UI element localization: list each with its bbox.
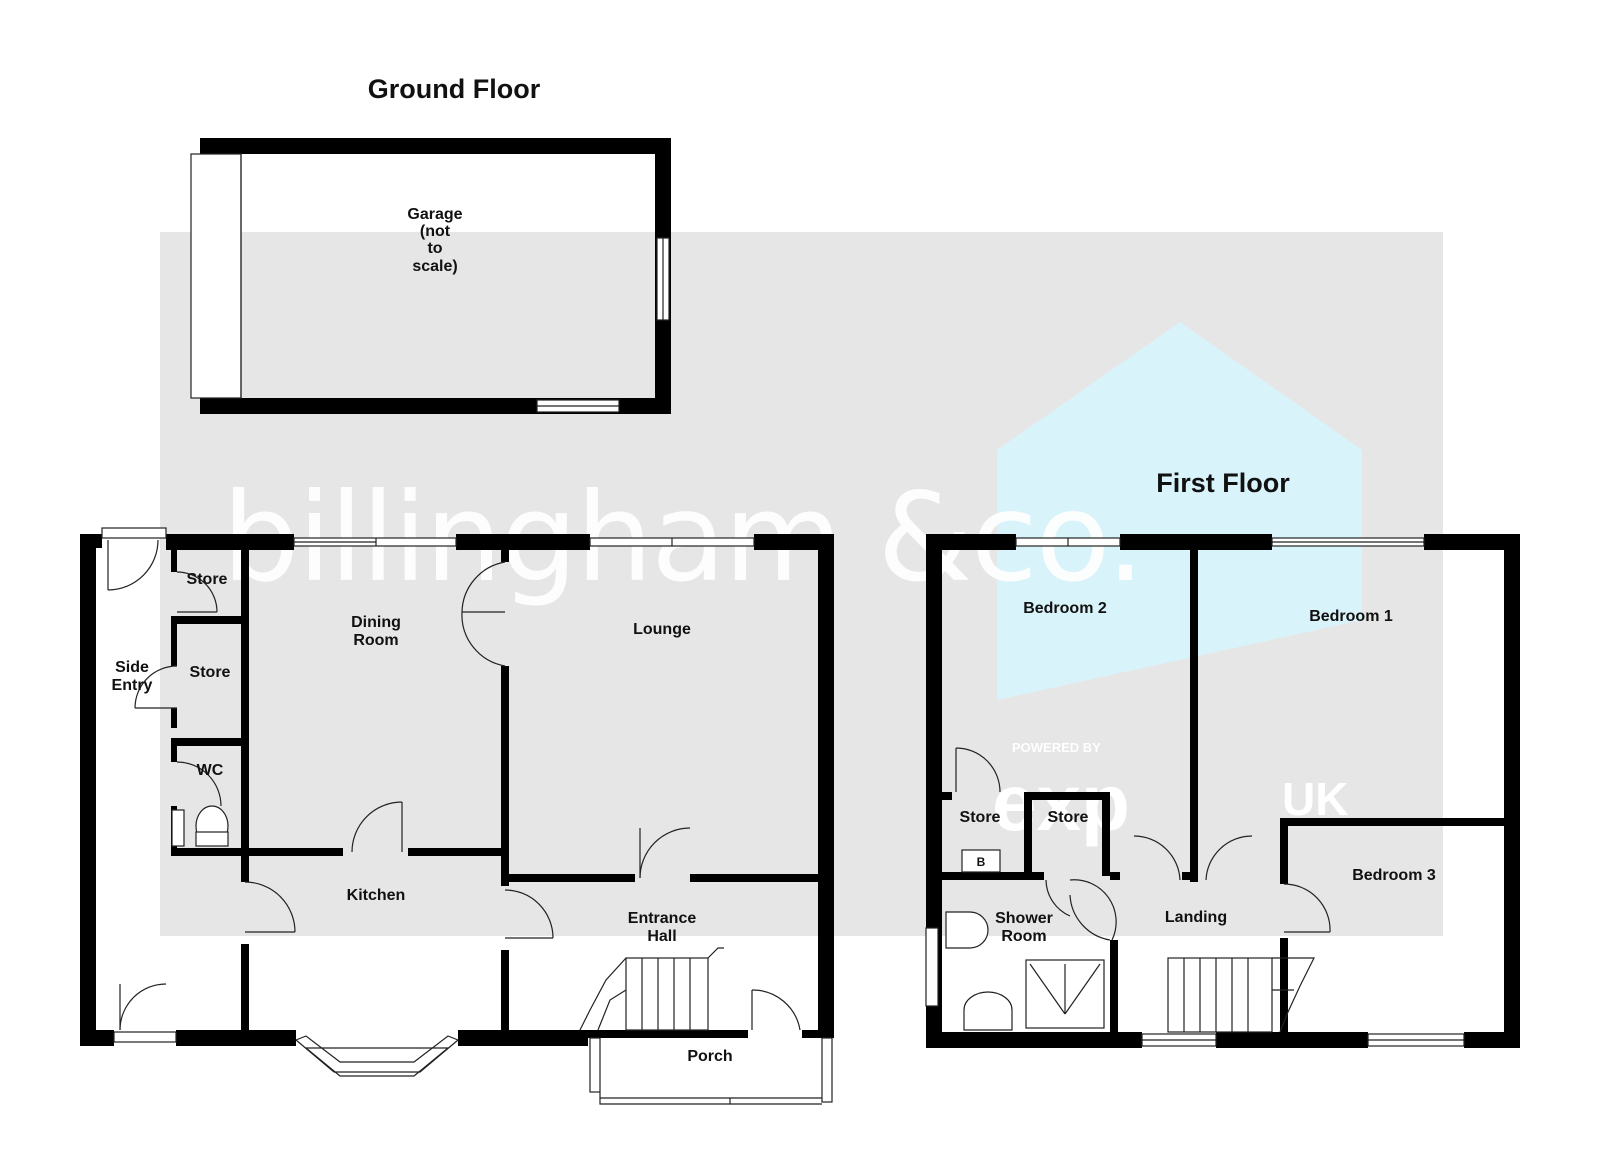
entrance-hall-label: Hall: [647, 928, 676, 945]
first-floor-title: First Floor: [1156, 468, 1290, 498]
side-entry-label: Side: [115, 659, 149, 676]
watermark: billingham &co. POWERED BY exp UK: [160, 232, 1443, 936]
first-floor-details: B: [925, 537, 1465, 1047]
first-floor-walls: [926, 534, 1520, 1048]
garage-label: (not: [420, 223, 451, 240]
store-first-left-label: Store: [960, 809, 1001, 826]
garage-label: to: [427, 240, 442, 257]
shower-room-label: Shower: [995, 910, 1053, 927]
garage-label: scale): [412, 258, 457, 275]
store-top-label: Store: [187, 571, 228, 588]
boiler: [961, 849, 1001, 873]
store-mid-label: Store: [190, 664, 231, 681]
entrance-hall-label: Entrance: [628, 910, 697, 927]
kitchen-label: Kitchen: [347, 887, 406, 904]
boiler-marker: B: [977, 855, 986, 869]
garage-label: Garage: [407, 206, 462, 223]
watermark-house-shape: [997, 322, 1362, 700]
landing-label: Landing: [1165, 909, 1227, 926]
wc-label: WC: [197, 762, 224, 779]
watermark-powered-by: POWERED BY: [1012, 740, 1101, 755]
porch-label: Porch: [687, 1048, 732, 1065]
dining-room-label: Room: [353, 632, 398, 649]
staircase: [579, 947, 724, 1031]
dining-room-label: Dining: [351, 614, 401, 631]
first-floor-staircase: [1167, 957, 1315, 1033]
shower-room-label: Room: [1001, 928, 1046, 945]
bedroom-3-label: Bedroom 3: [1352, 867, 1436, 884]
ground-floor-walls: [80, 534, 834, 1046]
ground-floor-title: Ground Floor: [368, 74, 541, 104]
bedroom-2-label: Bedroom 2: [1023, 600, 1107, 617]
watermark-uk: UK: [1282, 773, 1348, 825]
ground-floor-details: [101, 527, 833, 1105]
lounge-label: Lounge: [633, 621, 691, 638]
side-entry-label: Entry: [112, 677, 153, 694]
bedroom-1-label: Bedroom 1: [1309, 608, 1393, 625]
garage: [190, 138, 671, 414]
store-first-right-label: Store: [1048, 809, 1089, 826]
